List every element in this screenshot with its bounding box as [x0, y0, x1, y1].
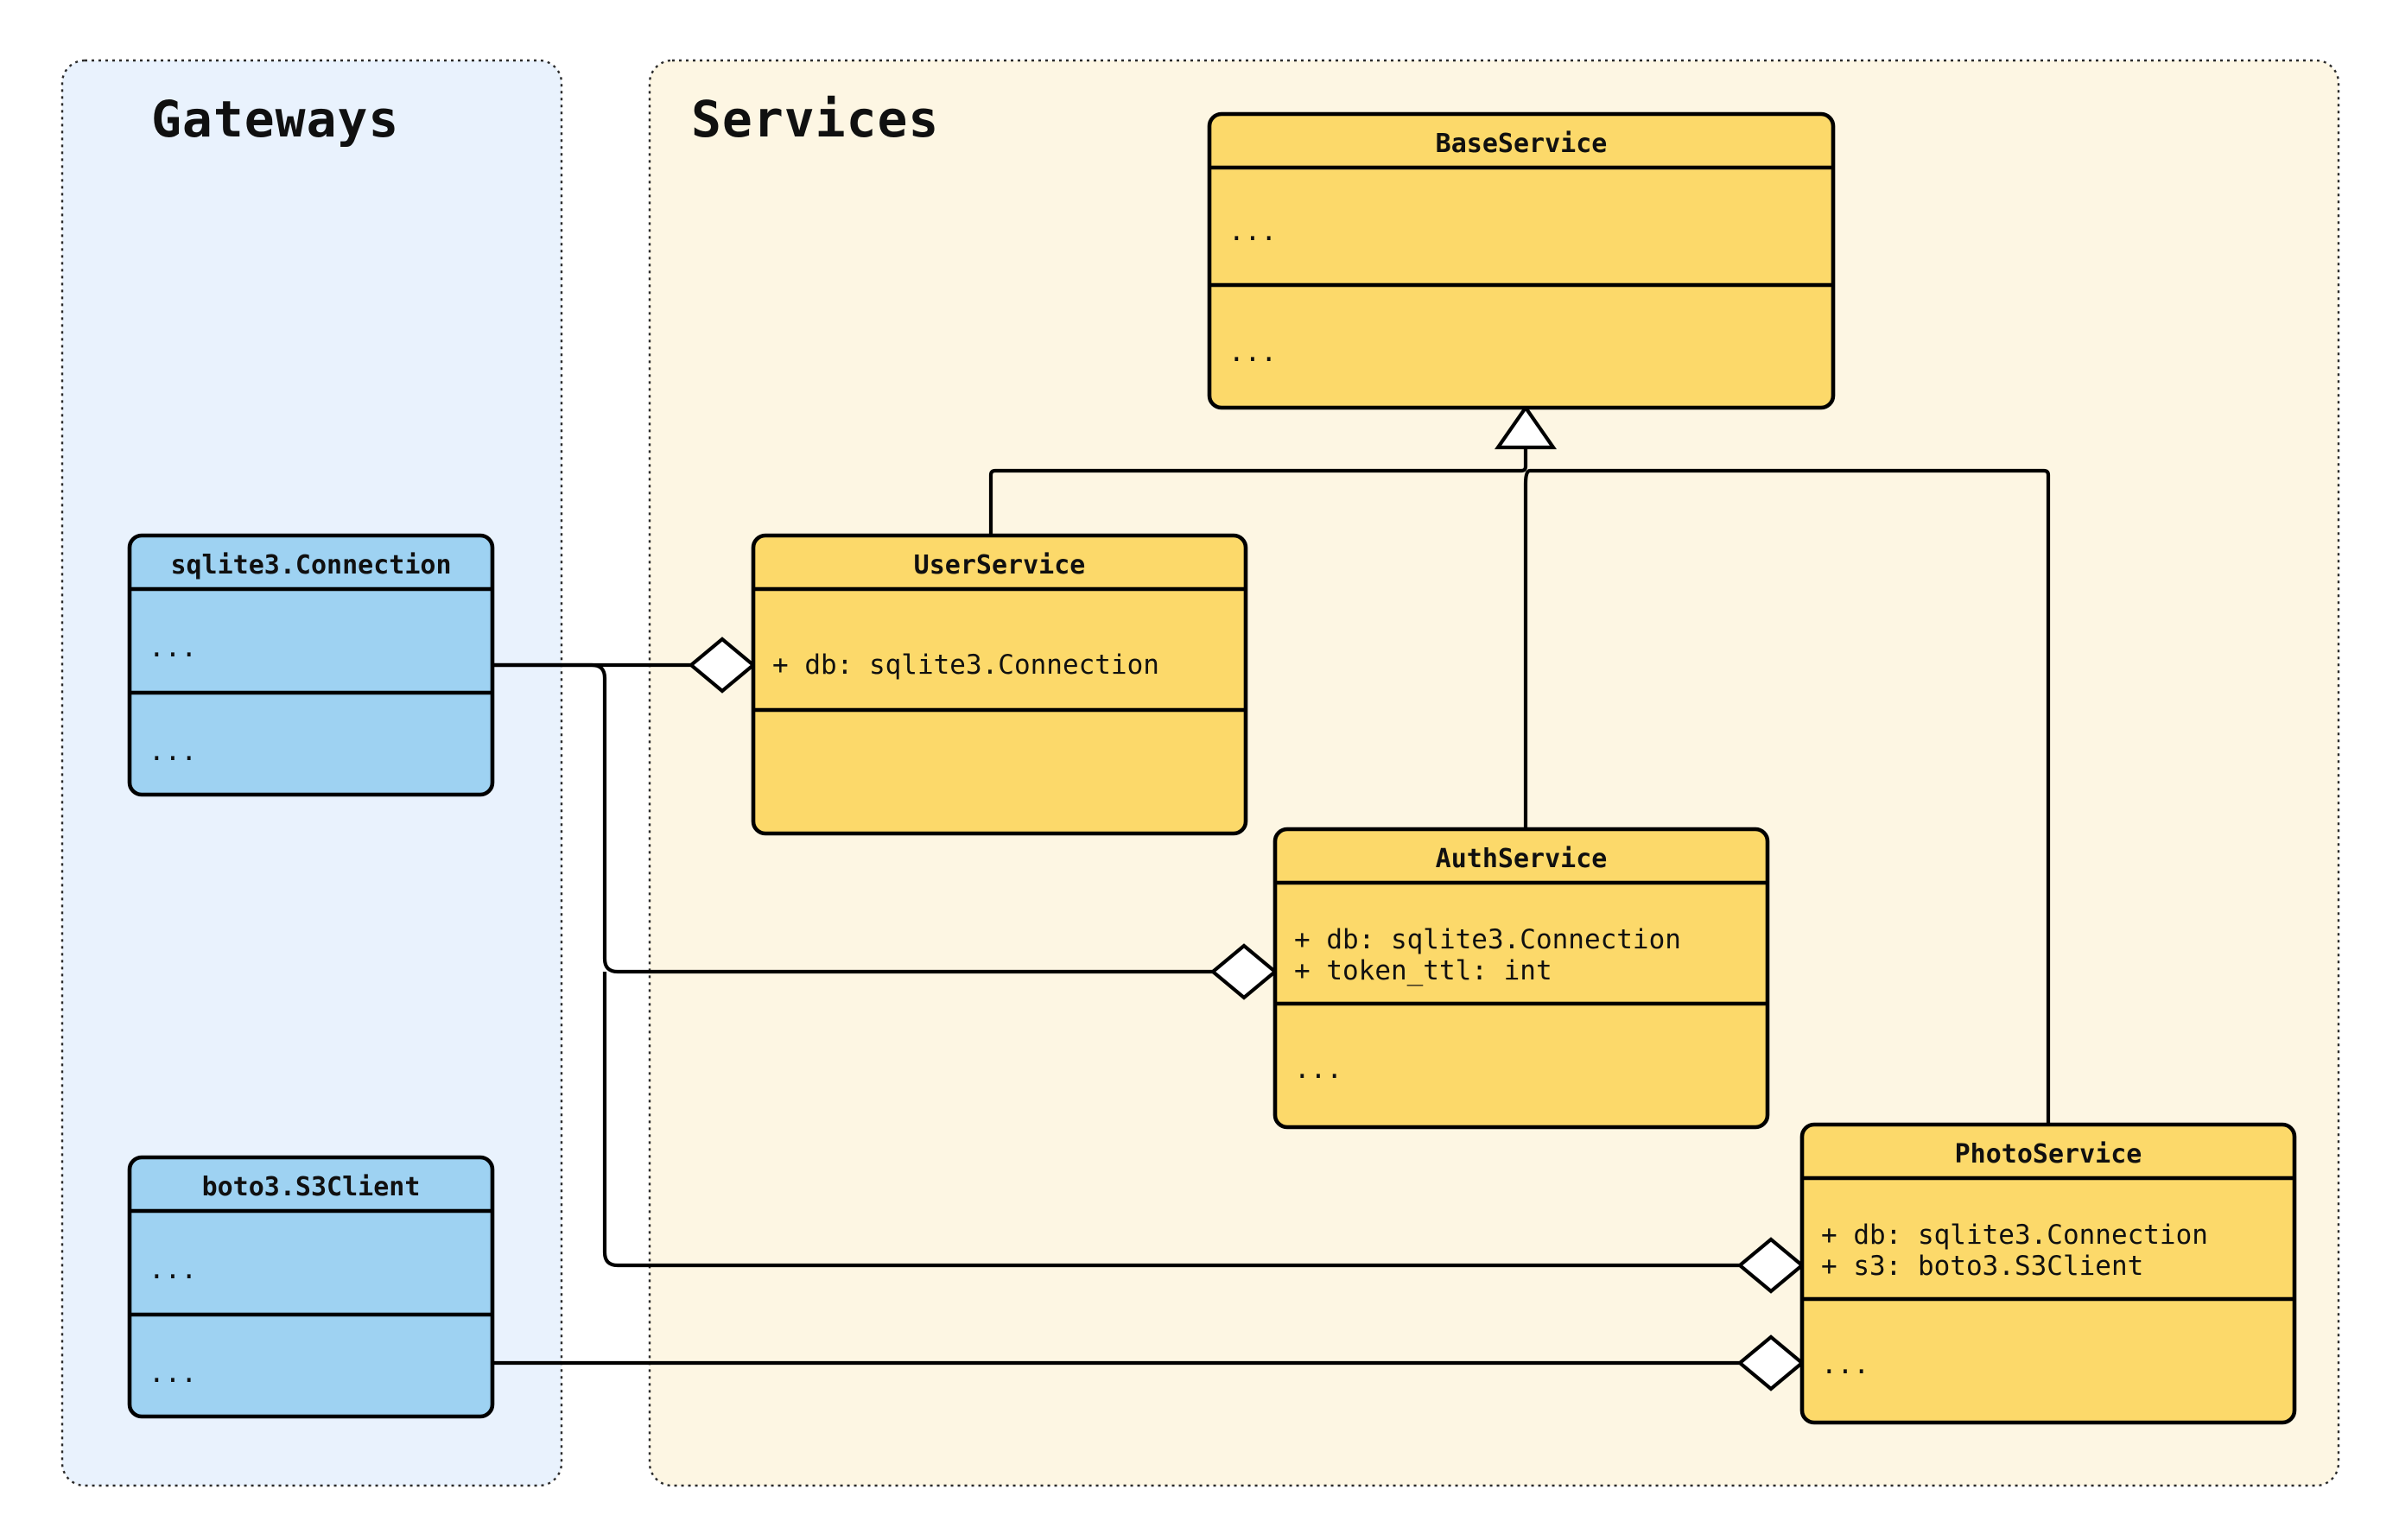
class-photoservice-attribute-1: + s3: boto3.S3Client: [1821, 1251, 2143, 1282]
class-baseservice-frame: [1207, 111, 1836, 410]
class-sqlite3-connection-attribute: ...: [149, 632, 197, 663]
class-baseservice-method: ...: [1228, 337, 1277, 368]
class-box-sqlite3-connection[interactable]: sqlite3.Connection ... ...: [127, 533, 495, 797]
edge-photoservice-inheritance: [1539, 468, 2051, 1125]
package-gateways-title: Gateways: [151, 90, 399, 149]
class-sqlite3-connection-method: ...: [149, 736, 197, 767]
class-boto3-s3client-name: boto3.S3Client: [202, 1172, 421, 1202]
class-baseservice-attribute: ...: [1228, 216, 1277, 247]
class-authservice-attribute-1: + token_ttl: int: [1294, 955, 1552, 986]
class-sqlite3-connection-name: sqlite3.Connection: [170, 550, 451, 580]
class-photoservice-attribute-0: + db: sqlite3.Connection: [1821, 1220, 2208, 1251]
class-box-photoservice[interactable]: PhotoService + db: sqlite3.Connection + …: [1799, 1122, 2297, 1425]
class-boto3-s3client-frame: [127, 1155, 495, 1419]
class-photoservice-frame: [1799, 1122, 2297, 1425]
class-boto3-s3client-attribute: ...: [149, 1254, 197, 1285]
class-baseservice-name: BaseService: [1436, 129, 1608, 159]
class-box-authservice[interactable]: AuthService + db: sqlite3.Connection + t…: [1272, 827, 1770, 1130]
class-authservice-attribute-0: + db: sqlite3.Connection: [1294, 924, 1681, 955]
class-box-userservice[interactable]: UserService + db: sqlite3.Connection: [751, 533, 1248, 836]
class-box-baseservice[interactable]: BaseService ... ...: [1207, 111, 1836, 410]
package-services-title: Services: [691, 90, 939, 149]
class-userservice-attribute-0: + db: sqlite3.Connection: [772, 650, 1159, 681]
class-photoservice-name: PhotoService: [1955, 1139, 2142, 1169]
class-boto3-s3client-method: ...: [149, 1358, 197, 1389]
class-userservice-name: UserService: [914, 550, 1086, 580]
class-photoservice-method-0: ...: [1821, 1349, 1869, 1380]
edge-sqlite-to-authservice: [492, 662, 1213, 974]
class-authservice-frame: [1272, 827, 1770, 1130]
class-authservice-method-0: ...: [1294, 1054, 1342, 1085]
class-authservice-name: AuthService: [1436, 844, 1608, 874]
class-userservice-frame: [751, 533, 1248, 836]
edge-sqlite-to-photoservice: [602, 972, 1740, 1268]
class-box-boto3-s3client[interactable]: boto3.S3Client ... ...: [127, 1155, 495, 1419]
edge-authservice-inheritance: [1520, 446, 1539, 829]
inheritance-triangle-marker: [1494, 404, 1558, 450]
edge-userservice-inheritance: [988, 468, 1521, 536]
class-sqlite3-connection-frame: [127, 533, 495, 797]
